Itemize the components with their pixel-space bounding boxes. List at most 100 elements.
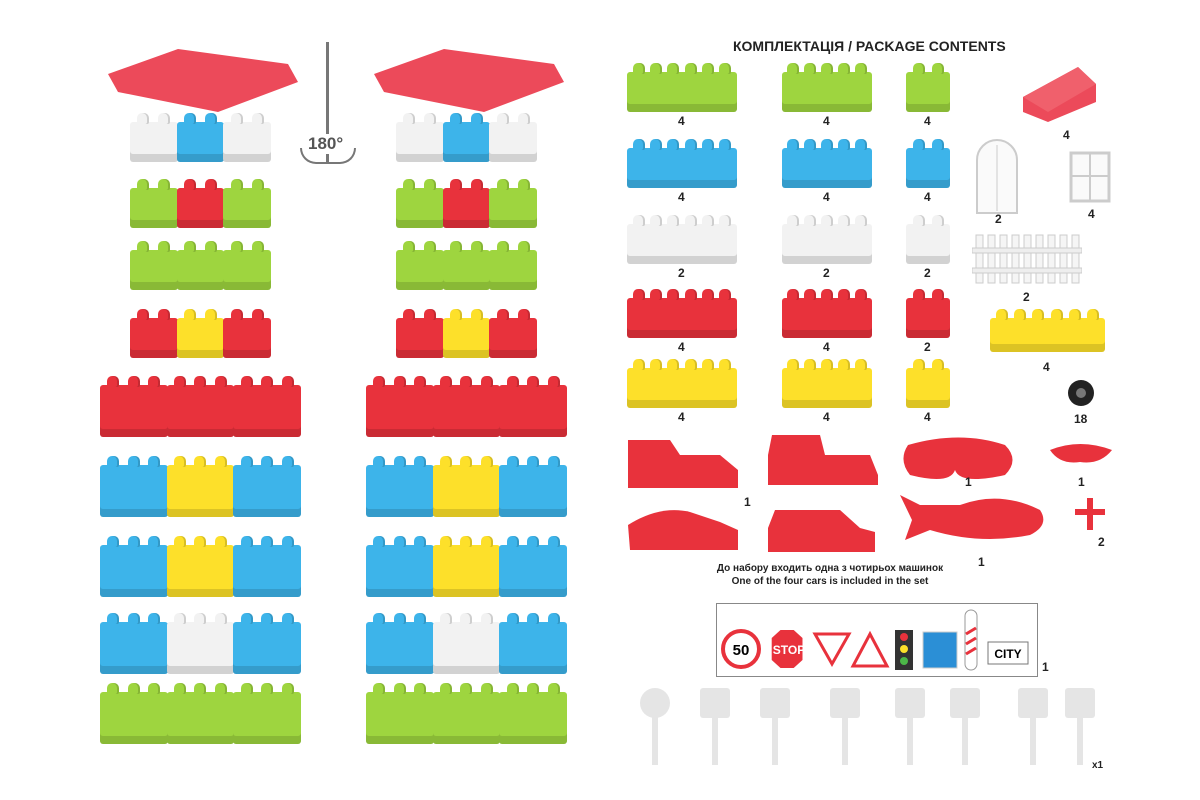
stud <box>127 683 140 694</box>
stand-head <box>1065 688 1095 718</box>
stud <box>261 683 274 694</box>
tower-brick <box>100 376 168 437</box>
tower-brick <box>176 241 225 290</box>
stud <box>496 241 509 252</box>
tower-brick <box>176 179 225 228</box>
stud <box>506 456 519 467</box>
tower-brick <box>223 179 271 228</box>
stud <box>470 241 483 252</box>
window-qty: 4 <box>1088 207 1095 221</box>
stud <box>158 309 171 320</box>
stud <box>127 613 140 624</box>
stud <box>684 359 697 370</box>
fence-qty: 2 <box>1023 290 1030 304</box>
stud <box>517 309 530 320</box>
svg-text:50: 50 <box>733 642 750 659</box>
small-qty: 1 <box>1078 475 1085 489</box>
stud <box>650 215 662 226</box>
stud <box>373 613 386 624</box>
tower-brick <box>366 456 434 517</box>
stud <box>1050 309 1063 320</box>
stud <box>281 683 294 694</box>
propeller-qty: 2 <box>1098 535 1105 549</box>
tower-brick <box>166 613 235 674</box>
tower-brick <box>396 309 444 358</box>
brick-qty: 2 <box>678 266 685 280</box>
stud <box>373 376 386 387</box>
stud <box>204 309 217 320</box>
stud <box>439 376 452 387</box>
stand-pole <box>712 710 718 765</box>
stud <box>481 613 494 624</box>
stud <box>107 376 120 387</box>
stud <box>527 536 540 547</box>
stand-pole <box>1030 710 1036 765</box>
brick-qty: 2 <box>924 340 931 354</box>
tower-brick <box>100 683 168 744</box>
stud <box>1068 309 1081 320</box>
plane-icon <box>900 495 1044 540</box>
stud <box>127 536 140 547</box>
speed-sign-icon: 50 <box>721 629 761 669</box>
blue-brick <box>627 139 737 188</box>
stud <box>667 215 680 226</box>
brick-qty: 4 <box>823 410 830 424</box>
stud <box>547 613 560 624</box>
roof-icon <box>108 49 298 112</box>
stud <box>912 139 925 150</box>
stand-pole <box>772 710 778 765</box>
stud <box>719 289 732 300</box>
blue-brick <box>782 139 872 188</box>
stud <box>173 376 186 387</box>
stud <box>460 536 473 547</box>
stud <box>403 113 416 124</box>
stud <box>107 536 120 547</box>
stud <box>414 536 427 547</box>
rotation-axis <box>326 42 329 162</box>
stud <box>403 179 416 190</box>
tower-brick <box>442 309 491 358</box>
stud <box>547 376 560 387</box>
tower-brick <box>489 113 537 162</box>
stud <box>281 613 294 624</box>
city-sign-icon: CITY <box>987 641 1029 665</box>
stud <box>261 613 274 624</box>
stud <box>424 179 437 190</box>
stud <box>527 613 540 624</box>
stud <box>912 215 925 226</box>
stud <box>931 139 944 150</box>
stud <box>107 683 120 694</box>
brick-qty: 4 <box>823 114 830 128</box>
stud <box>281 376 294 387</box>
stud <box>632 289 645 300</box>
tower-brick <box>166 376 235 437</box>
stand-head <box>950 688 980 718</box>
stud <box>821 139 833 150</box>
platform-qty: 4 <box>1043 360 1050 374</box>
stand-head <box>830 688 860 718</box>
stud <box>184 241 197 252</box>
tower-brick <box>499 613 567 674</box>
tower-brick <box>499 536 567 597</box>
tower-brick <box>233 376 301 437</box>
tower-brick <box>233 683 301 744</box>
tower-brick <box>396 241 444 290</box>
stud <box>719 139 732 150</box>
stud <box>931 289 944 300</box>
car-truck-icon <box>628 440 738 488</box>
stud <box>496 179 509 190</box>
stud <box>450 113 463 124</box>
tower-brick <box>100 536 168 597</box>
stud <box>137 113 150 124</box>
stud <box>527 456 540 467</box>
stud <box>439 536 452 547</box>
tower-brick <box>233 456 301 517</box>
stud <box>393 376 406 387</box>
stud <box>194 536 207 547</box>
stud <box>137 179 150 190</box>
stud <box>787 289 800 300</box>
fence-part-icon <box>972 234 1082 284</box>
stud <box>460 456 473 467</box>
brick-qty: 4 <box>823 190 830 204</box>
tower-brick <box>100 613 168 674</box>
